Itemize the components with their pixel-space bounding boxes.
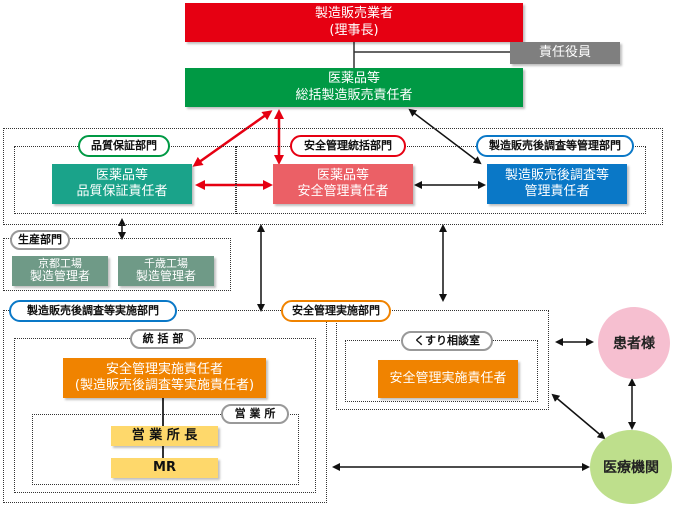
safety-dept-label: 安全管理統括部門 [290, 135, 406, 157]
top-departments-container [3, 128, 663, 225]
manufacturer-line1: 製造販売業者 [314, 6, 393, 22]
pms-manager-line1: 製造販売後調査等 [504, 167, 609, 183]
safety-impl-main-line2: (製造販売後調査等実施責任者) [74, 378, 255, 393]
sales-office-frame [32, 414, 299, 485]
qa-manager-box: 医薬品等 品質保証責任者 [52, 164, 192, 204]
medical-institutions-label: 医療機関 [603, 460, 659, 476]
chitose-plant-box: 千歳工場 製造管理者 [118, 256, 214, 286]
production-dept-label: 生産部門 [10, 230, 70, 250]
pms-manager-line2: 管理責任者 [524, 184, 590, 199]
pms-impl-dept-label: 製造販売後調査等実施部門 [9, 300, 177, 322]
kyoto-plant-line2: 製造管理者 [29, 269, 90, 284]
pms-mgmt-dept-label: 製造販売後調査等管理部門 [476, 135, 634, 157]
kyoto-plant-line1: 京都工場 [38, 257, 82, 271]
manufacturer-box: 製造販売業者 (理事長) [185, 3, 523, 42]
kyoto-plant-box: 京都工場 製造管理者 [12, 256, 108, 286]
safety-manager-line2: 安全管理責任者 [297, 184, 389, 199]
arrow-gm-qa [192, 110, 273, 167]
qa-manager-line1: 医薬品等 [95, 167, 148, 183]
branch-manager-label: 営 業 所 長 [131, 427, 198, 443]
pms-manager-box: 製造販売後調査等 管理責任者 [487, 164, 627, 204]
officer-box: 責任役員 [510, 42, 620, 64]
safety-impl-main-line1: 安全管理実施責任者 [105, 361, 223, 377]
general-manager-box: 医薬品等 総括製造販売責任者 [185, 68, 523, 107]
safety-impl-dept-frame [336, 310, 549, 410]
mr-label: MR [153, 459, 176, 475]
general-div-label: 統 括 部 [130, 329, 196, 349]
qa-manager-line2: 品質保証責任者 [76, 184, 168, 199]
patients-circle: 患者様 [598, 307, 670, 379]
manufacturer-line2: (理事長) [329, 22, 379, 38]
safety-impl-main-box: 安全管理実施責任者 (製造販売後調査等実施責任者) [63, 358, 266, 398]
safety-manager-box: 医薬品等 安全管理責任者 [273, 164, 413, 204]
safety-impl-dept-label: 安全管理実施部門 [281, 300, 391, 322]
officer-label: 責任役員 [538, 44, 591, 60]
safety-impl-consult-label: 安全管理実施責任者 [389, 370, 507, 386]
production-dept-frame [3, 238, 231, 291]
chitose-plant-line2: 製造管理者 [135, 269, 196, 284]
consult-room-label: くすり相談室 [401, 331, 493, 351]
arrow-gm-pms [408, 108, 482, 165]
safety-impl-consult-box: 安全管理実施責任者 [378, 360, 518, 398]
general-manager-line2: 総括製造販売責任者 [295, 87, 413, 103]
qa-dept-label: 品質保証部門 [78, 135, 170, 157]
general-manager-line1: 医薬品等 [327, 71, 380, 87]
safety-manager-line1: 医薬品等 [316, 167, 369, 183]
mr-box: MR [111, 458, 218, 478]
safety-pms-dept-frame [236, 146, 646, 214]
patients-label: 患者様 [613, 336, 655, 352]
arrow-consult-medical [551, 393, 606, 440]
branch-manager-box: 営 業 所 長 [111, 426, 218, 446]
sales-office-label: 営 業 所 [221, 404, 289, 424]
chitose-plant-line1: 千歳工場 [144, 257, 188, 271]
medical-institutions-circle: 医療機関 [590, 430, 672, 504]
